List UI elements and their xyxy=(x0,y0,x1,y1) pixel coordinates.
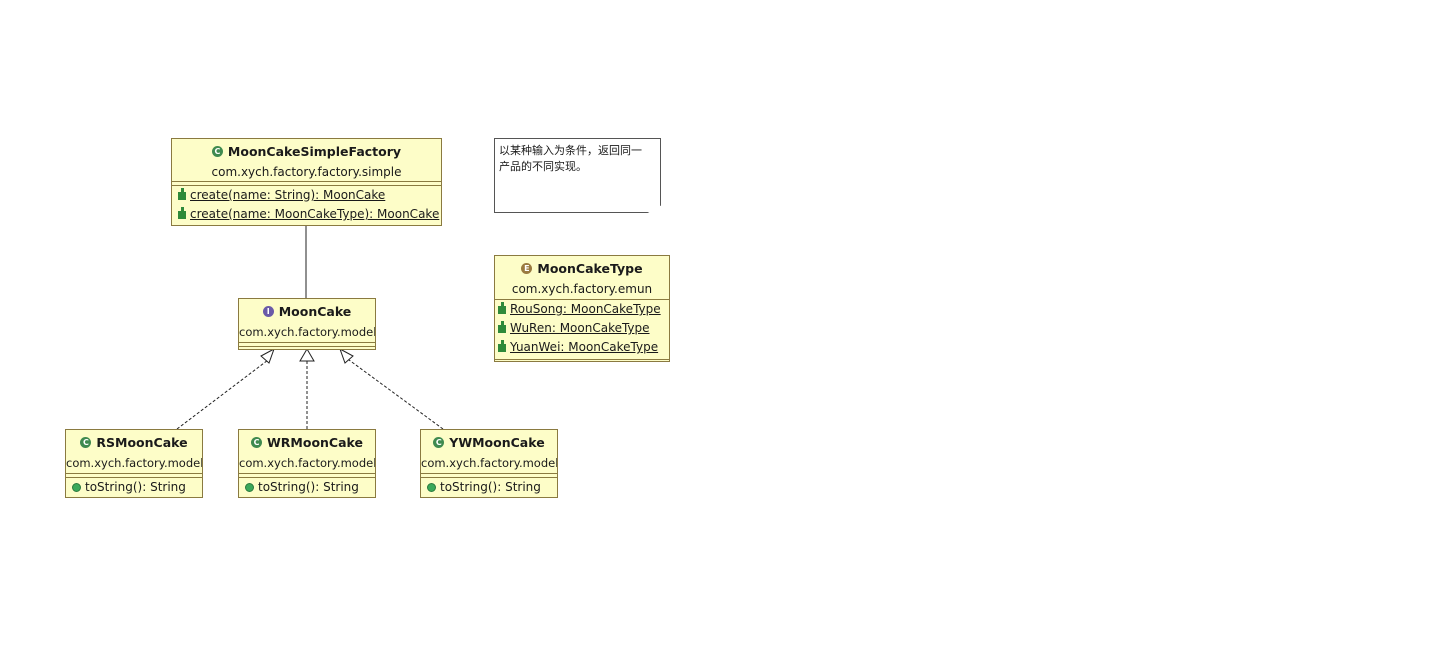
enum-package: com.xych.factory.emun xyxy=(511,282,653,296)
wr-realization-arrowhead xyxy=(299,348,315,362)
interface-icon: I xyxy=(262,306,274,317)
note-line-2: 产品的不同实现。 xyxy=(499,160,587,173)
enum-literal-2[interactable]: WuRen: MoonCakeType xyxy=(495,319,669,338)
public-method-icon xyxy=(72,483,81,492)
rs-realization-line xyxy=(176,356,273,430)
class-icon: C xyxy=(251,437,262,448)
enum-name: MoonCakeType xyxy=(537,261,643,276)
yw-package: com.xych.factory.model xyxy=(421,456,558,470)
class-icon: C xyxy=(433,437,445,448)
public-method-icon xyxy=(427,483,436,492)
rs-class-name: RSMoonCake xyxy=(96,435,188,450)
factory-class-box[interactable]: C MoonCakeSimpleFactory com.xych.factory.… xyxy=(171,138,442,226)
interface-name: MoonCake xyxy=(278,304,352,319)
wr-class-name: WRMoonCake xyxy=(267,435,363,450)
wr-method[interactable]: toString(): String xyxy=(239,478,375,497)
rs-package: com.xych.factory.model xyxy=(66,456,203,470)
enum-literal-3[interactable]: YuanWei: MoonCakeType xyxy=(495,338,669,357)
static-method-icon xyxy=(178,206,186,219)
factory-package: com.xych.factory.factory.simple xyxy=(211,165,402,179)
rs-method[interactable]: toString(): String xyxy=(66,478,202,497)
enum-literal-icon xyxy=(498,301,506,314)
rs-realization-arrowhead xyxy=(260,347,275,364)
yw-realization-arrowhead xyxy=(339,347,354,364)
note-box[interactable]: 以某种输入为条件，返回同一 产品的不同实现。 xyxy=(494,138,661,213)
yw-class-name: YWMoonCake xyxy=(449,435,545,450)
rs-class-box[interactable]: C RSMoonCake com.xych.factory.model toStr… xyxy=(65,429,203,498)
mooncake-interface-box[interactable]: I MoonCake com.xych.factory.model xyxy=(238,298,376,350)
factory-method-2[interactable]: create(name: MoonCakeType): MoonCake xyxy=(172,205,441,224)
enum-box[interactable]: E MoonCakeType com.xych.factory.emun RouS… xyxy=(494,255,670,362)
interface-package: com.xych.factory.model xyxy=(239,325,376,339)
class-icon: C xyxy=(211,146,223,157)
yw-method[interactable]: toString(): String xyxy=(421,478,557,497)
enum-literal-1[interactable]: RouSong: MoonCakeType xyxy=(495,300,669,319)
factory-method-1[interactable]: create(name: String): MoonCake xyxy=(172,186,441,205)
wr-class-box[interactable]: C WRMoonCake com.xych.factory.model toStr… xyxy=(238,429,376,498)
yw-realization-line xyxy=(344,356,444,430)
public-method-icon xyxy=(245,483,254,492)
enum-literal-icon xyxy=(498,320,506,333)
class-icon: C xyxy=(80,437,92,448)
wr-package: com.xych.factory.model xyxy=(239,456,376,470)
static-method-icon xyxy=(178,187,186,200)
enum-icon: E xyxy=(521,263,533,274)
note-line-1: 以某种输入为条件，返回同一 xyxy=(499,144,642,157)
yw-class-box[interactable]: C YWMoonCake com.xych.factory.model toStr… xyxy=(420,429,558,498)
factory-class-name: MoonCakeSimpleFactory xyxy=(227,144,402,159)
enum-literal-icon xyxy=(498,339,506,352)
